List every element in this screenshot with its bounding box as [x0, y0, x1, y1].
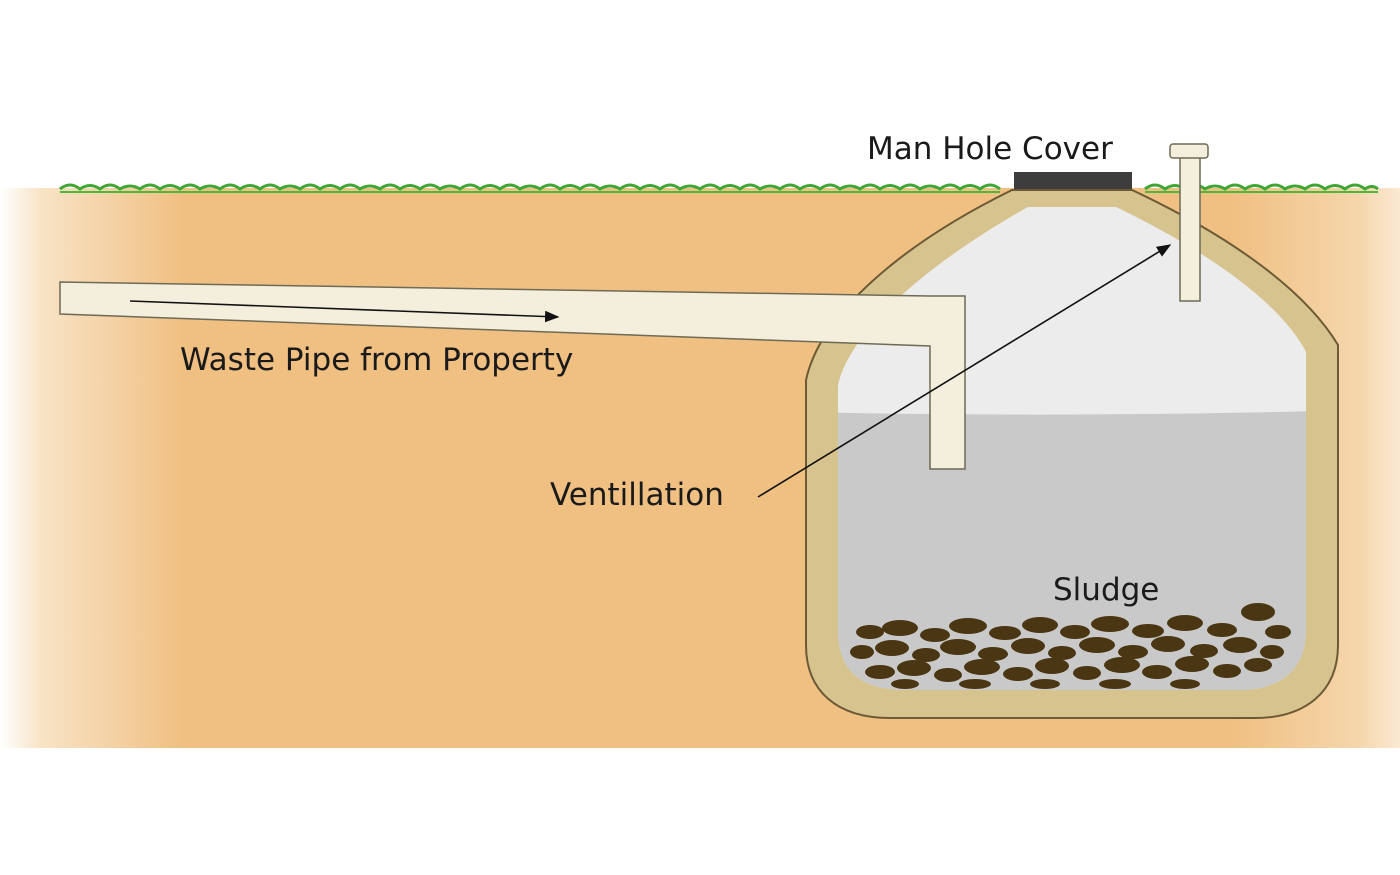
tank-interior — [838, 207, 1306, 690]
sludge-label: Sludge — [1053, 572, 1159, 608]
manhole-cover — [1014, 172, 1132, 189]
tank-water — [838, 410, 1306, 690]
ventilation-label: Ventillation — [550, 477, 724, 513]
waste-pipe — [59, 281, 966, 470]
sludge-deposit — [850, 603, 1291, 689]
vent-pipe — [1169, 143, 1209, 302]
flow-arrow — [129, 300, 560, 323]
ventilation-pointer — [757, 244, 1172, 498]
waste-pipe-label: Waste Pipe from Property — [180, 342, 573, 378]
manhole-cover-label: Man Hole Cover — [867, 131, 1113, 167]
